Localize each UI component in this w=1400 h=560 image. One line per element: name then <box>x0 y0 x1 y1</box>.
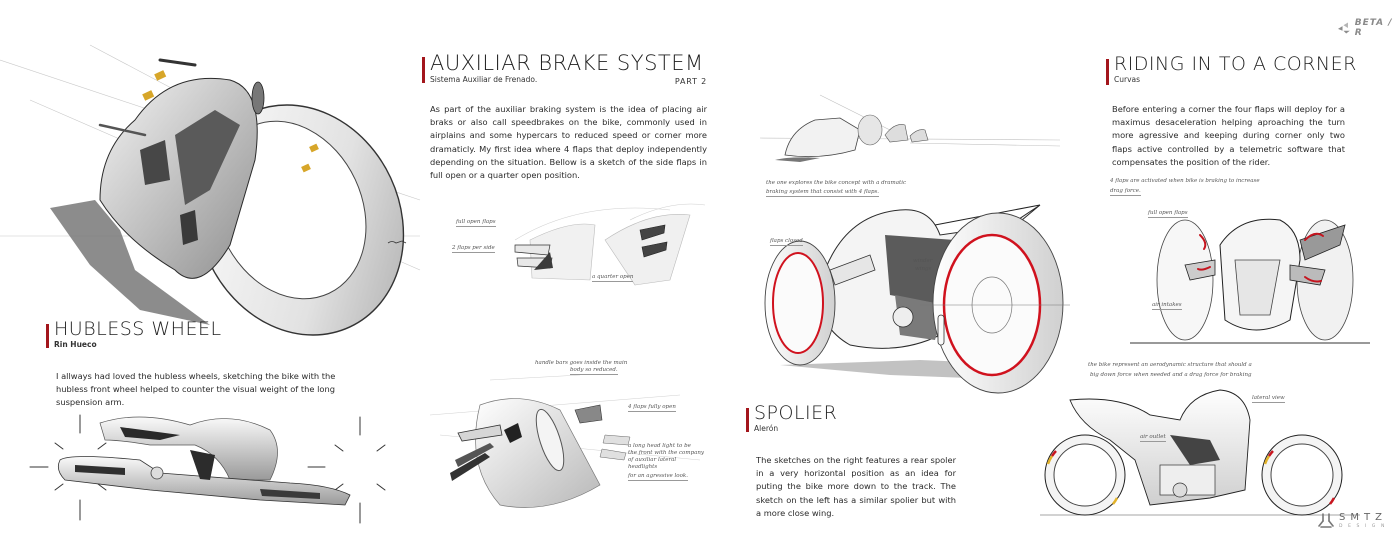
annotation-flaps-activated-1: 4 flaps are activated when bike is braki… <box>1110 178 1260 184</box>
side-flaps-sketch <box>514 203 706 286</box>
riding-corner-title: RIDING IN TO A CORNER <box>1114 53 1357 75</box>
annotation-lateral-view: lateral view <box>1252 395 1285 403</box>
rear-view-flaps-sketch <box>1130 218 1370 344</box>
hubless-wheel-sketch <box>0 44 421 336</box>
accent-bar <box>46 324 49 348</box>
riding-corner-subtitle: Curvas <box>1114 75 1141 84</box>
spolier-body: The sketches on the right features a rea… <box>756 455 956 518</box>
annotation-head-light-5: for an agressive look. <box>628 473 688 481</box>
suspension-arm-sketch <box>29 414 386 524</box>
annotation-head-light-2: the front with the company <box>628 450 705 456</box>
smtz-logo-text: SMTZ <box>1339 512 1387 523</box>
annotation-air-intakes: air intakes <box>1152 302 1182 310</box>
hubless-wheel-heading: HUBLESS WHEEL Rin Hueco <box>46 320 222 349</box>
auxiliar-brake-body: As part of the auxiliar braking system i… <box>430 104 707 181</box>
design-logo-text: DESIGN <box>1339 524 1390 529</box>
spolier-subtitle: Alerón <box>754 424 779 433</box>
hubless-wheel-body: I allways had loved the hubless wheels, … <box>56 371 336 408</box>
spolier-heading: SPOLIER Alerón <box>746 404 837 433</box>
beta-r-logo: BETA / R <box>1338 18 1400 38</box>
accent-bar <box>746 408 749 432</box>
annotation-head-light-4: headlights <box>628 464 658 470</box>
annotation-bike-explores-2: braking system that consist with 4 flaps… <box>766 189 880 197</box>
beta-logo-icon <box>1338 22 1350 34</box>
annotation-winglets-2: wings <box>915 266 932 272</box>
annotation-bike-explores-1: the one explores the bike concept with a… <box>766 180 907 186</box>
auxiliar-brake-heading: AUXILIAR BRAKE SYSTEM Sistema Auxiliar d… <box>422 51 707 86</box>
riding-corner-heading: RIDING IN TO A CORNER Curvas <box>1106 53 1357 85</box>
cornering-rider-sketch <box>759 94 1061 162</box>
annotation-quarter-open: a quarter open <box>592 274 634 282</box>
part-label: PART 2 <box>674 77 707 86</box>
annotation-aero-2: big down force when needed and a drag fo… <box>1090 372 1252 378</box>
annotation-head-light-1: a long head light to be <box>628 443 691 449</box>
annotation-flaps-closed: flaps closed <box>770 238 803 246</box>
annotation-flaps-activated-2: drag force. <box>1110 188 1141 196</box>
auxiliar-brake-subtitle: Sistema Auxiliar de Frenado. <box>430 75 538 84</box>
annotation-aero-1: the bike represent an aerodynamic struct… <box>1088 362 1252 368</box>
front-body-sketch <box>429 374 701 508</box>
rear-bike-sketch <box>764 204 1070 394</box>
annotation-four-flaps-fully-open: 4 flaps fully open <box>628 404 676 412</box>
hubless-wheel-title: HUBLESS WHEEL <box>54 318 222 340</box>
riding-corner-body: Before entering a corner the four flaps … <box>1112 104 1345 167</box>
lateral-view-sketch <box>1040 389 1360 516</box>
annotation-flaps-per-side: 2 flaps per side <box>452 245 495 253</box>
accent-bar <box>422 57 425 83</box>
annotation-full-open-flaps: full open flaps <box>456 219 496 227</box>
spolier-title: SPOLIER <box>754 402 838 424</box>
annotation-full-open-flaps-2: full open flaps <box>1148 210 1188 218</box>
smtz-logo-icon <box>1318 513 1334 529</box>
accent-bar <box>1106 59 1109 85</box>
annotation-head-light-3: of auxiliar lateral <box>628 457 677 463</box>
annotation-handle-bars: handle bars goes inside the main <box>535 360 628 366</box>
hubless-wheel-subtitle: Rin Hueco <box>54 340 97 349</box>
annotation-air-outlet: air outlet <box>1140 434 1166 442</box>
annotation-winglets-1: winder <box>913 258 933 264</box>
annotation-handle-bars-2: body so reduced. <box>570 367 618 375</box>
smtz-design-logo: SMTZ DESIGN <box>1318 513 1390 530</box>
beta-logo-text: BETA / R <box>1354 18 1393 38</box>
auxiliar-brake-title: AUXILIAR BRAKE SYSTEM <box>430 51 704 75</box>
